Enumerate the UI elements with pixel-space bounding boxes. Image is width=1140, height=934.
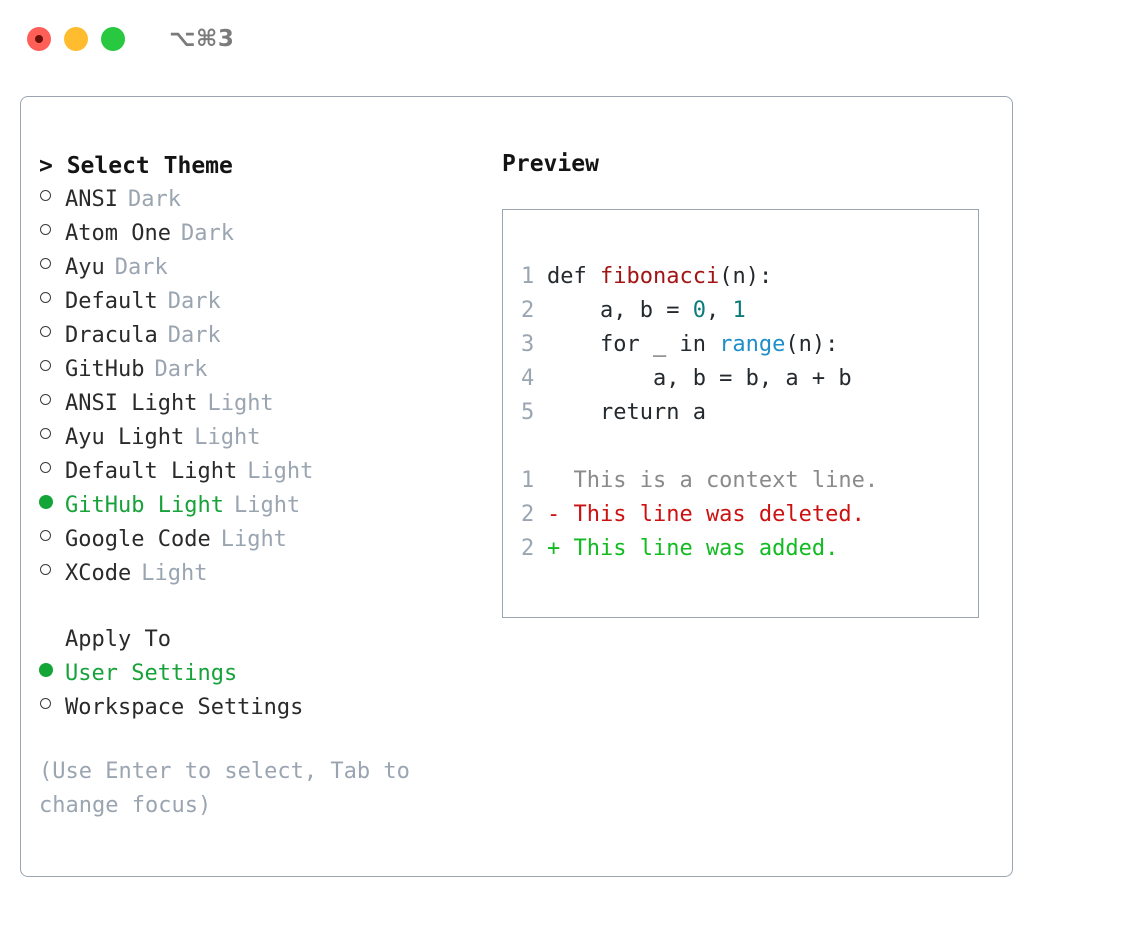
title-bar: ⌥⌘3	[0, 0, 1140, 78]
theme-option-github-light[interactable]: GitHub Light Light	[39, 489, 489, 523]
theme-option-variant-tag: Dark	[180, 221, 234, 246]
theme-option-github[interactable]: GitHub Dark	[39, 353, 489, 387]
apply-to-option-workspace-settings[interactable]: Workspace Settings	[39, 691, 489, 725]
code-token-plain: for _ in	[547, 332, 720, 357]
close-button[interactable]	[27, 27, 51, 51]
theme-option-label: Atom One	[65, 221, 171, 246]
code-token-plain: return a	[547, 400, 706, 425]
code-line: 4 a, b = b, a + b	[521, 362, 972, 396]
theme-option-default[interactable]: Default Dark	[39, 285, 489, 319]
code-token-num: 0	[692, 298, 706, 323]
preview-heading: Preview	[502, 151, 599, 177]
code-line: 3 for _ in range(n):	[521, 328, 972, 362]
theme-option-ansi-light[interactable]: ANSI Light Light	[39, 387, 489, 421]
code-token-fn: fibonacci	[599, 264, 720, 289]
theme-option-default-light[interactable]: Default Light Light	[39, 455, 489, 489]
theme-option-label: GitHub	[65, 357, 145, 382]
theme-option-variant-tag: Dark	[127, 187, 181, 212]
code-line-text: a, b = 0, 1	[547, 294, 746, 328]
theme-option-variant-tag: Light	[247, 459, 314, 484]
theme-option-ayu-light[interactable]: Ayu Light Light	[39, 421, 489, 455]
line-number: 2	[521, 536, 535, 561]
code-line: 1 def fibonacci(n):	[521, 260, 972, 294]
theme-option-variant-tag: Light	[141, 561, 208, 586]
line-number: 5	[521, 400, 535, 425]
theme-option-variant-tag: Dark	[167, 289, 221, 314]
theme-option-atom-one[interactable]: Atom One Dark	[39, 217, 489, 251]
theme-option-label: Default Light	[65, 459, 238, 484]
line-number: 2	[521, 502, 535, 527]
diff-line-text: This is a context line.	[547, 468, 879, 493]
apply-to-option-label: Workspace Settings	[65, 695, 304, 720]
diff-line-ctx: 1 This is a context line.	[521, 464, 972, 498]
code-token-plain: def	[547, 264, 600, 289]
line-number: 3	[521, 332, 535, 357]
spacer	[39, 725, 489, 755]
traffic-light-controls	[27, 27, 125, 51]
select-theme-heading: > Select Theme	[39, 153, 233, 179]
theme-option-label: ANSI Light	[65, 391, 198, 416]
code-line-text: def fibonacci(n):	[547, 260, 772, 294]
diff-line-text: + This line was added.	[547, 536, 839, 561]
theme-option-label: XCode	[65, 561, 132, 586]
theme-option-variant-tag: Light	[194, 425, 261, 450]
code-token-plain: ,	[705, 298, 733, 323]
code-line-text: a, b = b, a + b	[547, 362, 852, 396]
code-token-num: 1	[732, 298, 746, 323]
diff-line-del: 2 - This line was deleted.	[521, 498, 972, 532]
theme-option-label: Dracula	[65, 323, 158, 348]
code-token-plain: (n):	[719, 264, 773, 289]
theme-option-xcode[interactable]: XCode Light	[39, 557, 489, 591]
apply-to-heading: Apply To	[65, 627, 171, 652]
maximize-button[interactable]	[101, 27, 125, 51]
theme-option-label: ANSI	[65, 187, 118, 212]
code-line-text: for _ in range(n):	[547, 328, 838, 362]
code-line: 5 return a	[521, 396, 972, 430]
code-token-plain: (n):	[785, 332, 839, 357]
spacer	[39, 591, 489, 623]
diff-line-add: 2 + This line was added.	[521, 532, 972, 566]
window-shortcut-label: ⌥⌘3	[169, 26, 235, 52]
theme-option-variant-tag: Light	[207, 391, 274, 416]
theme-option-variant-tag: Dark	[167, 323, 221, 348]
line-number: 4	[521, 366, 535, 391]
theme-option-variant-tag: Light	[233, 493, 301, 518]
minimize-button[interactable]	[64, 27, 88, 51]
keyboard-hint: (Use Enter to select, Tab to change focu…	[39, 759, 424, 818]
theme-option-label: Default	[65, 289, 158, 314]
theme-option-label: GitHub Light	[65, 493, 224, 518]
spacer	[521, 430, 972, 464]
code-token-plain: a, b =	[547, 298, 693, 323]
apply-to-option-user-settings[interactable]: User Settings	[39, 657, 489, 691]
theme-option-variant-tag: Dark	[154, 357, 208, 382]
theme-option-ayu[interactable]: Ayu Dark	[39, 251, 489, 285]
code-token-builtin: range	[719, 332, 786, 357]
code-line: 2 a, b = 0, 1	[521, 294, 972, 328]
theme-option-ansi[interactable]: ANSI Dark	[39, 183, 489, 217]
code-token-plain: a, b = b, a + b	[547, 366, 852, 391]
code-line-text: return a	[547, 396, 706, 430]
theme-option-google-code[interactable]: Google Code Light	[39, 523, 489, 557]
theme-option-label: Google Code	[65, 527, 211, 552]
apply-to-option-label: User Settings	[65, 661, 238, 686]
diff-sample: 1 This is a context line. 2 - This line wa…	[521, 464, 972, 566]
diff-line-text: - This line was deleted.	[547, 502, 865, 527]
line-number: 2	[521, 298, 535, 323]
line-number: 1	[521, 264, 535, 289]
theme-option-label: Ayu	[65, 255, 105, 280]
theme-option-dracula[interactable]: Dracula Dark	[39, 319, 489, 353]
theme-option-variant-tag: Dark	[114, 255, 168, 280]
theme-option-variant-tag: Light	[220, 527, 287, 552]
line-number: 1	[521, 468, 535, 493]
theme-option-label: Ayu Light	[65, 425, 185, 450]
